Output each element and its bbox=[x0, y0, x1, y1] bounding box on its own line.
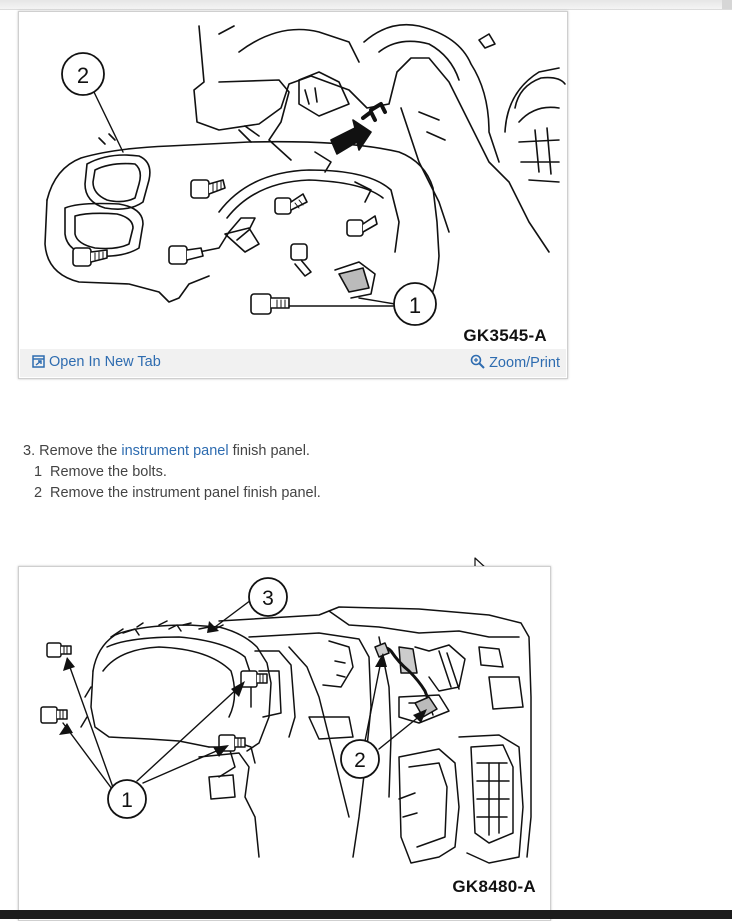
substep-text: Remove the instrument panel finish panel… bbox=[50, 485, 321, 501]
substep-1: 1 Remove the bolts. bbox=[23, 462, 321, 483]
substep-text: Remove the bolts. bbox=[50, 464, 167, 480]
figure-code: GK3545-A bbox=[463, 326, 547, 345]
figure-toolbar: Open In New Tab Zoom/Print bbox=[20, 349, 566, 377]
zoom-print-link[interactable]: Zoom/Print bbox=[470, 354, 560, 371]
figure-code: GK8480-A bbox=[452, 877, 536, 896]
open-new-tab-icon bbox=[32, 355, 45, 368]
magnifier-icon bbox=[470, 354, 485, 369]
browser-top-bar bbox=[0, 0, 732, 10]
callout-2-label: 2 bbox=[77, 63, 89, 88]
step-number: 3. bbox=[23, 443, 36, 459]
substep-2: 2 Remove the instrument panel finish pane… bbox=[23, 483, 321, 504]
scrollbar-corner bbox=[722, 0, 732, 9]
procedure-step: 3. Remove the instrument panel finish pa… bbox=[23, 441, 321, 504]
diagram-bezel-removal: 2 1 bbox=[44, 23, 566, 326]
figure-finish-panel: 3 2 1 GK8480-A bbox=[18, 566, 551, 921]
substep-number: 2 bbox=[34, 485, 43, 501]
substep-number: 1 bbox=[34, 464, 43, 480]
open-in-new-tab-label: Open In New Tab bbox=[49, 354, 161, 370]
zoom-print-label: Zoom/Print bbox=[489, 355, 560, 371]
diagram-finish-panel-removal: 3 2 1 bbox=[40, 577, 532, 864]
callout-2-label: 2 bbox=[354, 749, 366, 772]
open-in-new-tab-link[interactable]: Open In New Tab bbox=[32, 354, 161, 370]
taskbar bbox=[0, 910, 732, 919]
instrument-panel-link[interactable]: instrument panel bbox=[121, 443, 229, 459]
step-3: 3. Remove the instrument panel finish pa… bbox=[23, 441, 321, 462]
figure-instrument-cluster-bezel: 2 1 GK3545-A Open In New Tab Zoom/Print bbox=[18, 11, 568, 379]
step-prefix: Remove the bbox=[39, 443, 118, 459]
callout-1-label: 1 bbox=[121, 789, 133, 812]
callout-1-label: 1 bbox=[409, 293, 421, 318]
callout-3-label: 3 bbox=[262, 587, 274, 610]
step-suffix: finish panel. bbox=[232, 443, 310, 459]
